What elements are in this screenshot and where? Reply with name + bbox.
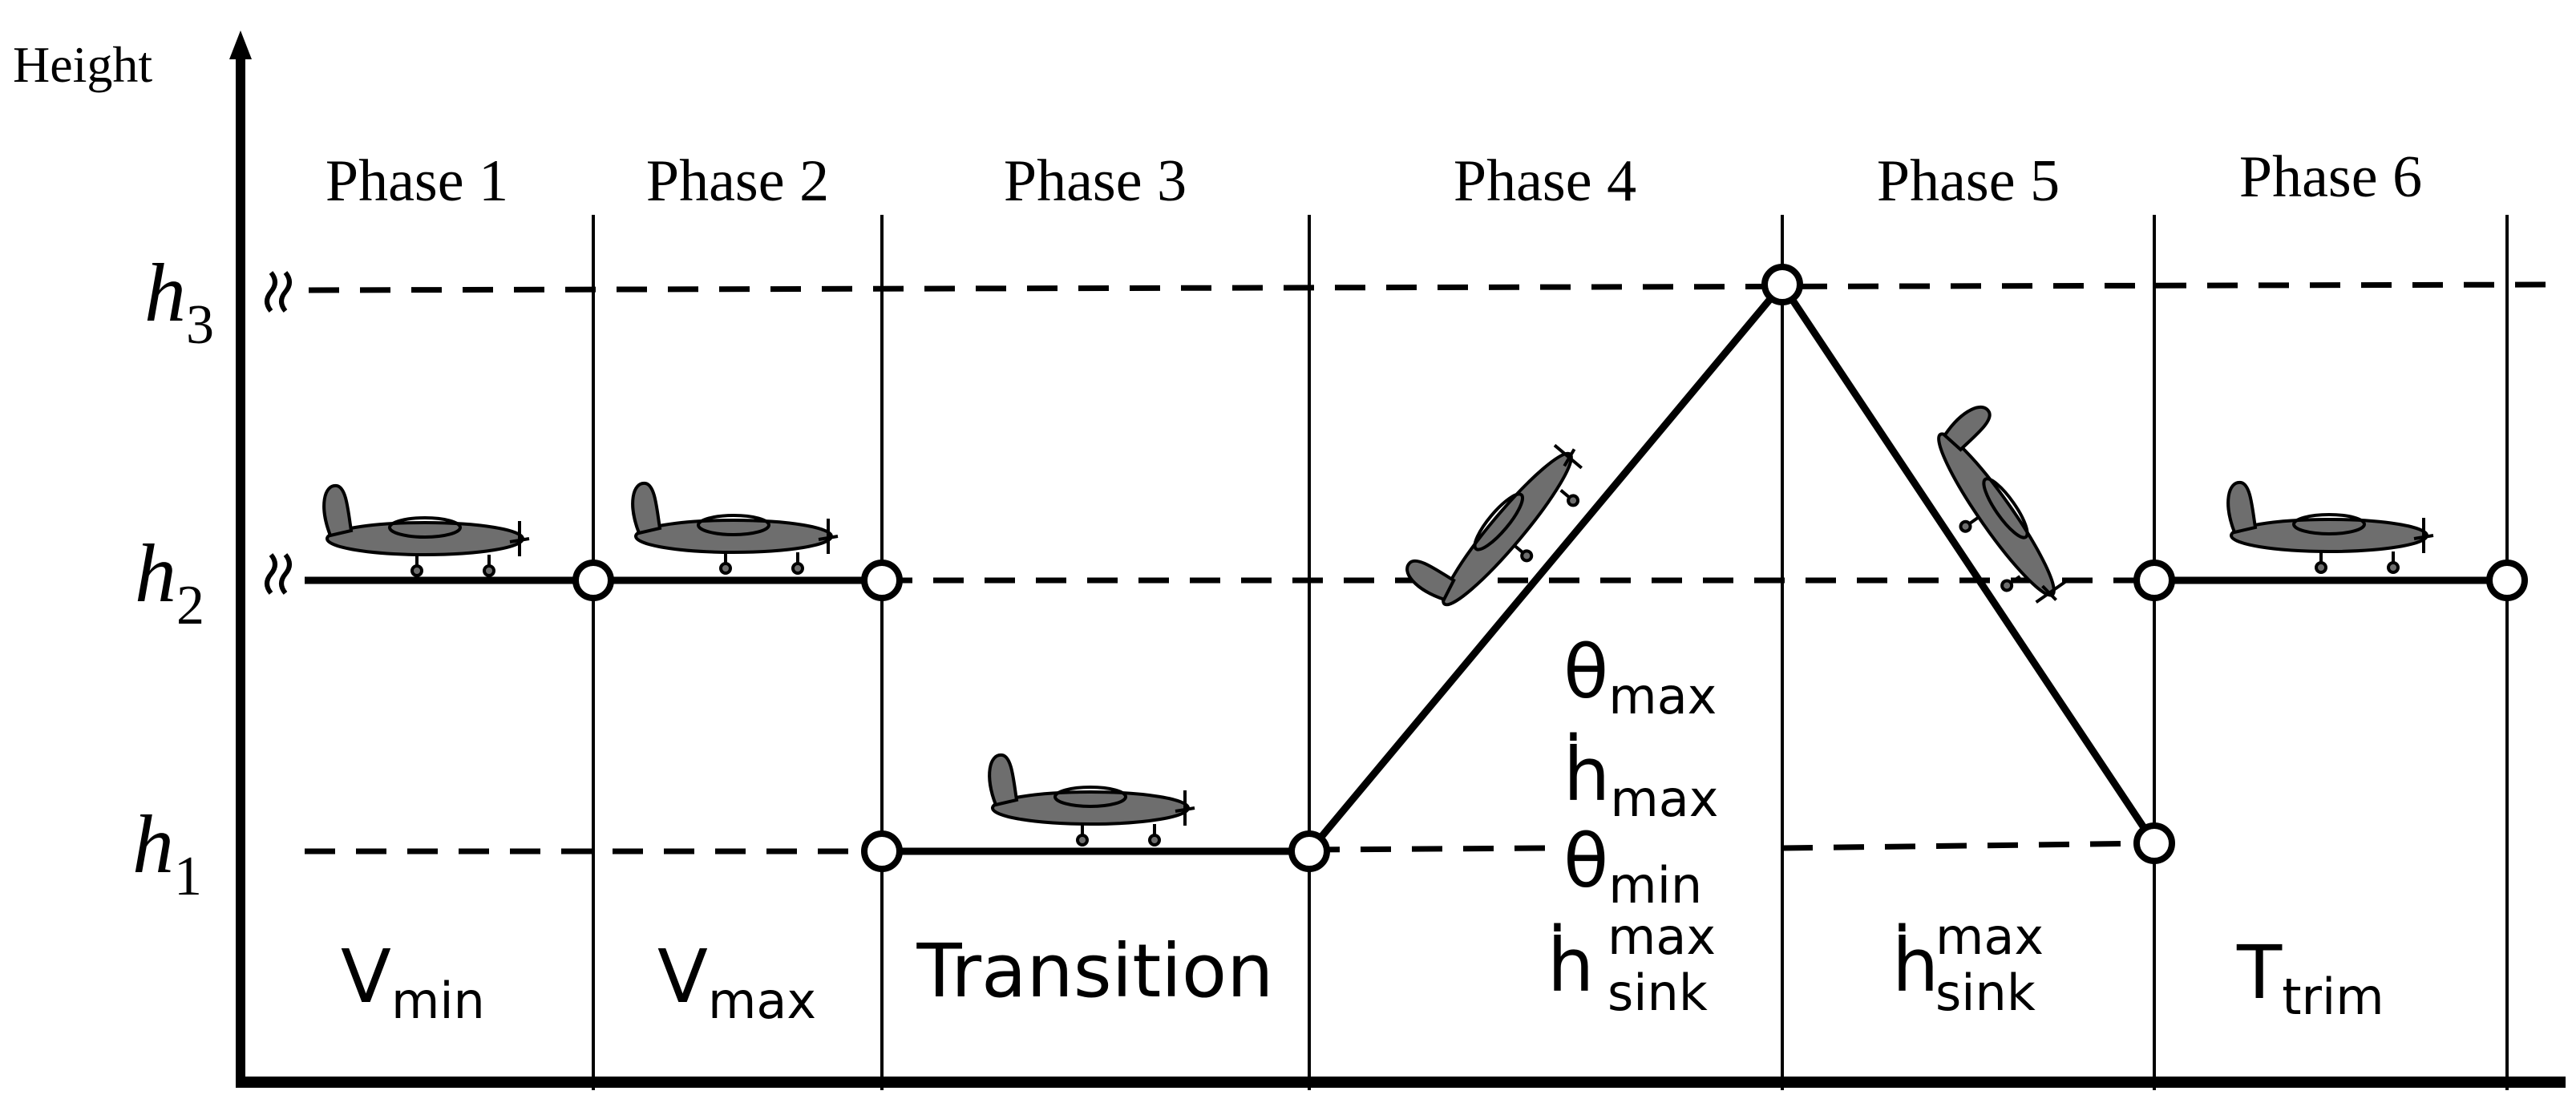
phase5-parameter: ḣ bbox=[1892, 922, 1939, 1008]
waypoint bbox=[1761, 264, 1803, 305]
level-label-h2: h2 bbox=[135, 527, 204, 636]
waypoint bbox=[861, 560, 903, 601]
phase4-parameter-sup: max bbox=[1607, 907, 1716, 966]
waypoint bbox=[1288, 830, 1330, 872]
phase4-parameter: θmax bbox=[1563, 629, 1717, 725]
phase5-parameter-sup: max bbox=[1935, 907, 2044, 966]
waypoint bbox=[861, 830, 903, 872]
airplane-icon bbox=[1400, 413, 1604, 632]
waypoint bbox=[2486, 560, 2528, 601]
phase4-parameter: θmin bbox=[1563, 818, 1702, 915]
phase-title: Phase 5 bbox=[1877, 148, 2060, 214]
level-label-h3: h3 bbox=[144, 247, 214, 356]
phase-title: Phase 6 bbox=[2239, 144, 2422, 210]
waypoint bbox=[572, 560, 614, 601]
airplane-icon bbox=[2226, 480, 2435, 574]
flight-trajectory bbox=[882, 278, 2157, 855]
phase4-parameter: ḣmax bbox=[1563, 731, 1718, 828]
phase2-parameter: Vmax bbox=[657, 934, 816, 1030]
phase6-parameter: Ttrim bbox=[2236, 930, 2384, 1026]
airplane-icon bbox=[988, 753, 1196, 846]
h3-reference-line bbox=[308, 281, 2558, 293]
phase4-parameter: ḣ bbox=[1547, 922, 1594, 1008]
h1-reference-line bbox=[1308, 845, 1551, 853]
axis-break-icon bbox=[265, 553, 292, 595]
phase-title: Phase 3 bbox=[1004, 148, 1187, 214]
phase1-parameter: Vmin bbox=[341, 934, 485, 1030]
phase5-parameter-sub: sink bbox=[1935, 964, 2036, 1022]
phase3-parameter: Transition bbox=[916, 928, 1274, 1014]
phase-title: Phase 4 bbox=[1454, 148, 1636, 214]
y-axis-label: Height bbox=[13, 36, 152, 93]
h1-reference-line bbox=[1781, 840, 2155, 851]
level-label-h1: h1 bbox=[132, 798, 202, 907]
y-axis-arrowhead bbox=[229, 30, 252, 59]
phase4-parameter-sub: sink bbox=[1607, 964, 1708, 1022]
phase-title: Phase 1 bbox=[326, 148, 508, 214]
phase-title: Phase 2 bbox=[646, 148, 829, 214]
airplane-icon bbox=[631, 481, 839, 575]
axis-break-icon bbox=[265, 271, 292, 313]
waypoint bbox=[2133, 822, 2175, 864]
waypoint bbox=[2133, 560, 2175, 601]
airplane-icon bbox=[322, 483, 531, 577]
